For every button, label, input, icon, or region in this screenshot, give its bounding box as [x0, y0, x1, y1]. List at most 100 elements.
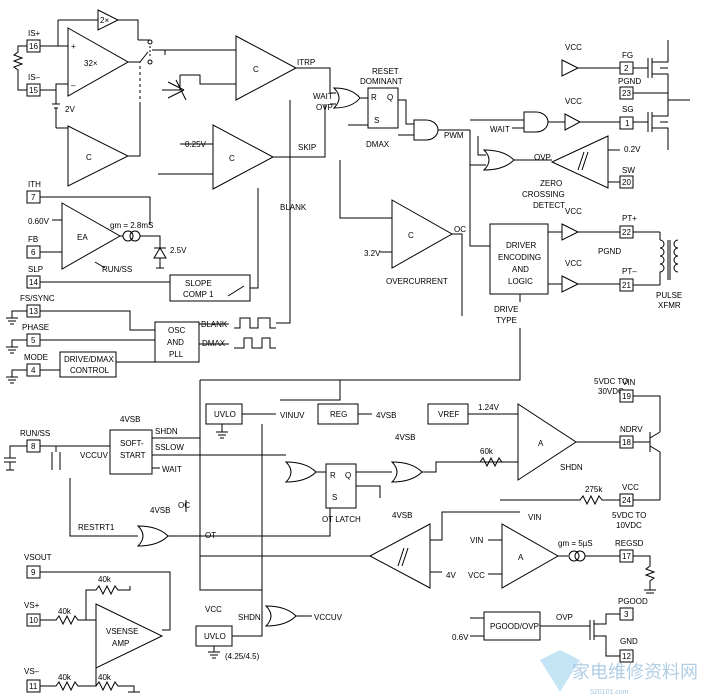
svg-text:UVLO: UVLO: [204, 632, 226, 641]
ovp-label: OVP: [316, 103, 333, 112]
svg-text:3: 3: [624, 610, 629, 619]
pt-minus-label: PT–: [622, 267, 637, 276]
soft-start-block: SOFT- START: [109, 429, 153, 475]
vcc-label-fg: VCC: [565, 43, 582, 52]
slp-label: SLP: [28, 265, 43, 274]
fg-label: FG: [622, 51, 633, 60]
pin-2: 2: [619, 61, 634, 75]
svg-text:PGOOD/OVP: PGOOD/OVP: [490, 622, 539, 631]
svg-text:OSC: OSC: [168, 326, 186, 335]
svg-text:S: S: [332, 493, 337, 502]
svg-text:START: START: [120, 451, 146, 460]
vin-pin-label: VIN: [622, 378, 636, 387]
svg-text:VSENSE: VSENSE: [106, 627, 138, 636]
ot-comparator: [368, 523, 431, 589]
restrt1-label: RESTRT1: [78, 523, 115, 532]
vs-plus-label: VS+: [24, 601, 40, 610]
vccuv-label: VCCUV: [80, 451, 109, 460]
svg-text:UVLO: UVLO: [214, 410, 236, 419]
pin-1: 1: [619, 116, 634, 130]
svg-text:19: 19: [622, 392, 631, 401]
v060-label: 0.60V: [28, 217, 50, 226]
vcc-pin-label: VCC: [622, 483, 639, 492]
phase-label: PHASE: [22, 323, 49, 332]
svg-text:C: C: [86, 153, 92, 162]
uvlo-threshold-label: (4.25/4.5): [225, 652, 260, 661]
run-ss-pin-label: RUN/SS: [20, 429, 50, 438]
svg-text:4: 4: [31, 366, 36, 375]
svg-text:8: 8: [31, 442, 36, 451]
fb-label: FB: [28, 235, 38, 244]
reset-label: RESET: [372, 67, 399, 76]
resistor-60k: [470, 456, 518, 468]
svg-text:A: A: [538, 439, 544, 448]
pin-9: 9: [26, 565, 41, 579]
pin-22: 22: [619, 225, 634, 239]
svg-text:SOFT-: SOFT-: [120, 439, 144, 448]
svg-text:32×: 32×: [84, 59, 98, 68]
svg-text:24: 24: [622, 496, 631, 505]
svg-text:15: 15: [29, 86, 38, 95]
mosfet-bottom-icon: [647, 100, 669, 150]
svg-text:C: C: [408, 231, 414, 240]
is-plus-label: IS+: [28, 29, 41, 38]
svg-text:1: 1: [625, 119, 630, 128]
svg-text:VREF: VREF: [438, 410, 459, 419]
watermark-logo: [540, 650, 580, 692]
svg-text:EA: EA: [77, 233, 88, 242]
svg-text:+: +: [71, 42, 76, 51]
run-ss-label: RUN/SS: [102, 265, 132, 274]
slope-comp-block: SLOPE COMP 1: [169, 274, 251, 302]
buffer-pt-minus: [561, 275, 580, 293]
pin-11: 11: [26, 679, 41, 693]
resistor-40k-1: [40, 614, 96, 626]
r40k-label-3: 40k: [58, 673, 72, 682]
vcc-uvlo-label: VCC: [205, 605, 222, 614]
svg-text:S: S: [374, 116, 379, 125]
gnd-label: GND: [620, 637, 638, 646]
ground-icon: [216, 424, 228, 439]
resistor-40k-2: [85, 584, 131, 620]
battery-2v-icon: [52, 90, 60, 128]
pin-19: 19: [619, 389, 634, 403]
blank-waveform: [234, 317, 276, 329]
ovp-pgood-label: OVP: [556, 613, 573, 622]
svg-text:12: 12: [622, 652, 631, 661]
uvlo-vcc-block: UVLO: [195, 625, 233, 647]
vcc-a2-label: VCC: [468, 571, 485, 580]
r60k-label: 60k: [480, 447, 494, 456]
v02-label: 0.2V: [624, 145, 641, 154]
dominant-label: DOMINANT: [360, 77, 403, 86]
pt-plus-label: PT+: [622, 214, 637, 223]
ground-icon: [6, 369, 27, 384]
svg-text:AMP: AMP: [112, 639, 129, 648]
crossing-label: CROSSING: [522, 190, 565, 199]
pin-23: 23: [619, 86, 634, 100]
ovp-label-2: OVP: [534, 153, 551, 162]
capacitor-icon: [4, 445, 27, 471]
pin-6: 6: [26, 245, 41, 259]
vs-minus-label: VS–: [24, 667, 40, 676]
pin-24: 24: [619, 493, 634, 507]
dmax-label: DMAX: [366, 140, 390, 149]
svg-text:2: 2: [624, 64, 629, 73]
npn-transistor-icon: [633, 395, 661, 500]
vin-range-2: 30VDC: [598, 387, 624, 396]
ndrv-label: NDRV: [620, 425, 643, 434]
svg-text:6: 6: [31, 248, 36, 257]
wait-label: WAIT: [313, 92, 333, 101]
sw-label: SW: [622, 166, 635, 175]
driver-encoding-block: DRIVER ENCODING AND LOGIC: [489, 223, 549, 295]
svg-text:5: 5: [31, 336, 36, 345]
uvlo-block: UVLO: [205, 403, 243, 425]
shdn-label: SHDN: [155, 427, 178, 436]
svg-text:13: 13: [29, 307, 38, 316]
pin-14: 14: [26, 275, 41, 289]
regsd-resistor: [633, 555, 656, 594]
overcurrent-label: OVERCURRENT: [386, 277, 448, 286]
pgnd-label: PGND: [618, 77, 641, 86]
pin-21: 21: [619, 278, 634, 292]
vin-range-1: 5VDC TO: [594, 377, 628, 386]
pin-4: 4: [26, 363, 41, 377]
r40k-label-4: 40k: [98, 673, 112, 682]
